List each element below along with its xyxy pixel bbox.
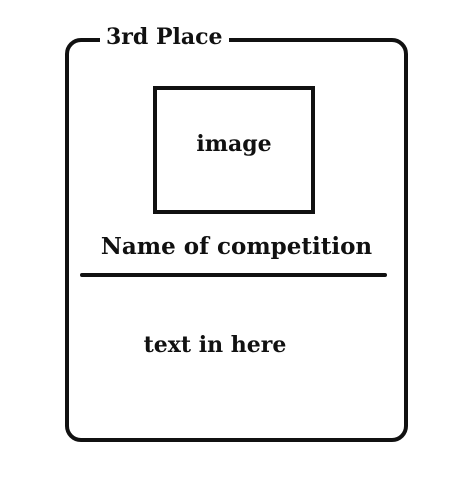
body-text: text in here [143,332,287,358]
divider-line [80,273,387,277]
image-placeholder-box: image [153,86,315,214]
competition-name: Name of competition [100,233,373,260]
award-card [65,38,408,442]
place-label: 3rd Place [100,22,229,52]
image-placeholder-label: image [196,131,272,157]
